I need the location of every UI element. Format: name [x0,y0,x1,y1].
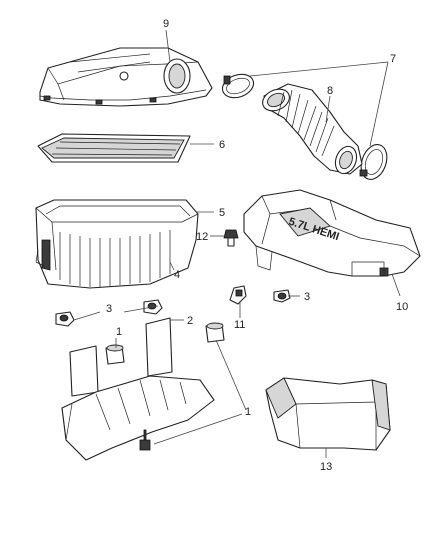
callout-7: 7 [390,53,396,65]
callout-9: 9 [163,18,169,30]
part-7-hose-clamp-lower [359,144,388,180]
part-13-air-duct [265,377,391,451]
callout-12: 12 [196,231,208,243]
part-1-isolator-right [205,322,225,343]
callout-3-right: 3 [304,291,310,303]
part-4-air-cleaner-housing [35,199,199,289]
part-12-screw [223,229,239,247]
callout-3-left: 3 [106,303,112,315]
callout-11: 11 [234,319,245,331]
leader-lines [73,29,401,458]
part-1-isolator-left [105,344,125,365]
part-3-grommet-right [273,289,291,303]
part-2-mounting-bracket [61,317,215,461]
callout-1-upper: 1 [116,326,122,338]
part-3-grommet-left [55,311,75,327]
callout-10: 10 [396,301,408,313]
callout-labels: 9 6 7 8 5 12 4 10 11 3 3 2 1 1 13 [106,18,408,473]
callout-2: 2 [187,315,193,327]
part-11-sensor-fastener [229,285,247,305]
callout-6: 6 [219,139,225,151]
callout-5: 5 [219,207,225,219]
callout-1-lower: 1 [245,406,251,418]
callout-8: 8 [327,85,333,97]
part-6-air-filter-element [37,133,191,163]
part-7-hose-clamp-upper [221,73,255,99]
callout-4: 4 [174,269,180,281]
part-9-air-cleaner-cover [39,47,213,107]
part-10-air-inlet-resonator: 5.7L HEMI [243,189,421,277]
callout-13: 13 [320,461,332,473]
part-8-inlet-duct-hose [262,83,363,175]
